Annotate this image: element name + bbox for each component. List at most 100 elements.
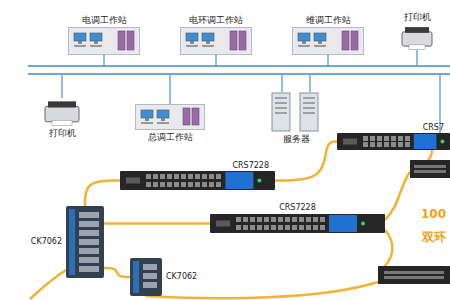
port [257,217,262,222]
drop-line [327,55,329,66]
port [264,217,269,222]
drop-lines [62,50,440,133]
switch-body [410,160,450,178]
port [243,217,248,222]
port [257,225,262,230]
workstation-icon [180,27,252,55]
monitor [74,33,86,41]
drive-bay [303,102,315,104]
switch-ports [384,276,444,279]
port [320,225,325,230]
drop-line [103,55,105,66]
drop-line [416,50,418,66]
ring-line [385,172,410,220]
port [299,217,304,222]
port [209,182,214,187]
switch-body [378,266,450,284]
ring-line [380,230,392,270]
port [209,174,214,179]
ring-connector [275,142,337,181]
node-label: 电调工作站 [82,15,127,25]
port [370,136,375,141]
keyboard [186,45,198,47]
sfp-slot [343,139,357,145]
port [391,136,396,141]
node-label: 总调工作站 [148,132,193,142]
monitor [202,33,214,41]
switch-panel [329,215,357,232]
server-icon [268,92,324,132]
port [79,239,99,245]
switch-body [337,133,450,150]
monitor-stand [94,41,98,44]
port [236,217,241,222]
port [202,174,207,179]
drive-bay [275,102,287,104]
printer-paper [409,45,425,50]
monitor [90,33,102,41]
port [363,142,368,147]
switch-stripe [69,209,75,275]
node-label: CRS7 [423,123,444,132]
server: 服务器 [268,92,324,132]
port [167,182,172,187]
status-led [361,222,365,226]
monitor [186,33,198,41]
port [79,221,99,227]
port [181,174,186,179]
ring-line [146,282,378,298]
node-label: 打印机 [404,12,431,22]
monitor [314,33,326,41]
workstation-icon [68,27,140,55]
port [195,174,200,179]
port [278,217,283,222]
node-label: CK7062 [31,237,62,246]
port [79,248,99,254]
ring-connector [85,181,120,207]
port [167,174,172,179]
port [313,225,318,230]
switch-panel [414,134,437,149]
switch-ports [414,170,446,173]
drop-line [169,74,171,104]
port [146,174,151,179]
monitor [157,110,169,118]
ring-note: 双环 [422,231,446,244]
industrial-switch: CK7062 [130,258,162,296]
port [398,142,403,147]
switch-stripe [133,261,139,293]
workstation: 电调工作站 [68,27,140,55]
ring-lines [30,150,432,299]
port [264,225,269,230]
port [79,230,99,236]
ring-connector [104,222,210,225]
bus-line [28,65,450,67]
printer-icon [44,98,80,126]
keyboard [157,122,169,124]
sfp-slot [216,221,230,227]
pc-tower [230,31,237,50]
port [143,264,157,270]
port [79,266,99,272]
port [153,174,158,179]
port [216,182,221,187]
bus-lines [28,66,450,74]
switch-icon [210,214,385,233]
status-led [257,179,261,183]
keyboard [90,45,102,47]
industrial-switch: CK7062 [66,206,104,278]
port [188,174,193,179]
port [363,136,368,141]
port [398,136,403,141]
port [146,182,151,187]
port [236,225,241,230]
printer-body [45,106,79,121]
printer: 打印机 [401,24,433,50]
port [391,142,396,147]
workstation-panel [293,28,364,55]
port [174,182,179,187]
monitor-stand [206,41,210,44]
port [271,217,276,222]
workstation: 总调工作站 [135,104,205,130]
